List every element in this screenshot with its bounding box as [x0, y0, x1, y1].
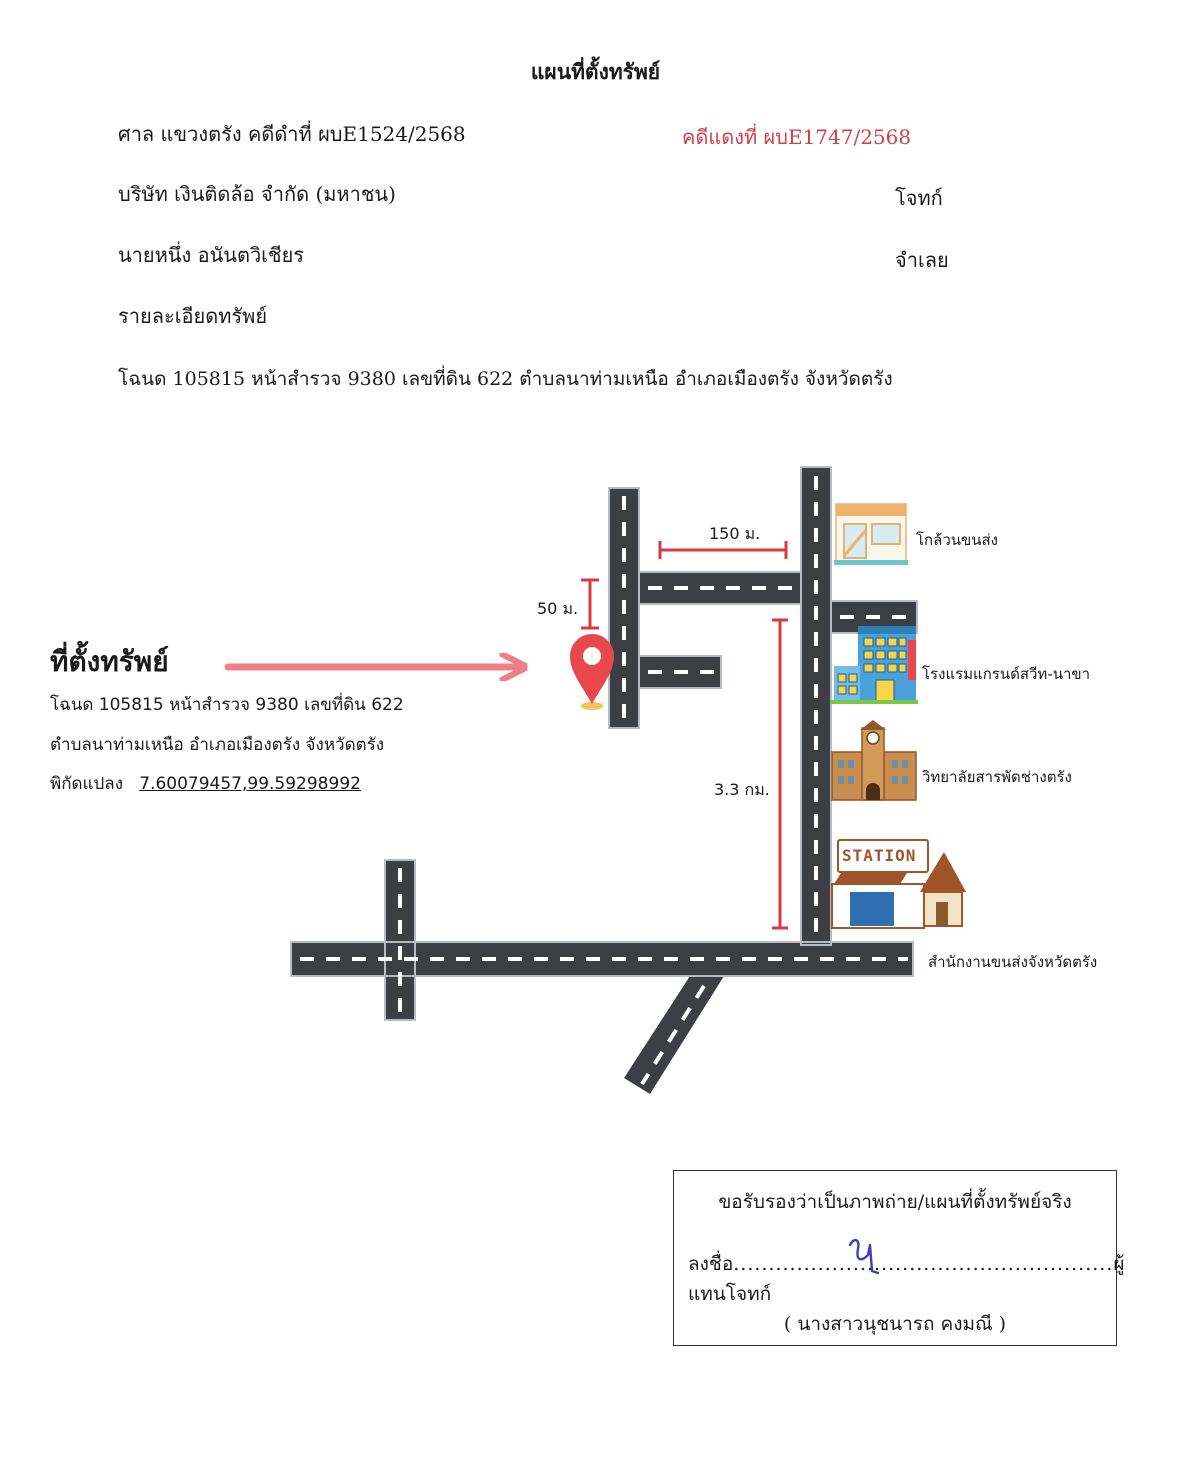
plaintiff-role: โจทก์ [895, 186, 943, 210]
location-address-line: ตำบลนาท่ามเหนือ อำเภอเมืองตรัง จังหวัดตร… [50, 735, 385, 755]
landmark-shop-label: โกล้วนขนส่ง [916, 531, 998, 549]
landmark-college-label: วิทยาลัยสารพัดช่างตรัง [922, 768, 1072, 786]
road-main-vertical [801, 467, 831, 945]
red-case-number: คดีแดงที่ ผบE1747/2568 [682, 125, 912, 149]
road-left-vertical [385, 860, 415, 1020]
signature-suffix: ผู้แทนโจทก์ [688, 1253, 1125, 1305]
signature-line: ลงชื่อ..................................… [688, 1253, 1125, 1305]
defendant-role: จำเลย [895, 248, 949, 272]
coordinates-value: 7.60079457,99.59298992 [139, 774, 361, 794]
landmark-hotel-label: โรงแรมแกรนด์สวีท-นาขา [922, 665, 1091, 683]
dimension-lines [581, 541, 788, 930]
distance-label-150m: 150 ม. [709, 524, 761, 543]
handwritten-signature [848, 1238, 880, 1275]
certification-statement: ขอรับรองว่าเป็นภาพถ่าย/แผนที่ตั้งทรัพย์จ… [718, 1191, 1072, 1213]
road-150m-link [639, 572, 801, 604]
location-pin-icon [570, 634, 614, 710]
signature-prefix: ลงชื่อ [688, 1253, 734, 1275]
coordinates-label: พิกัดแปลง [50, 774, 124, 794]
location-title: ที่ตั้งทรัพย์ [50, 645, 169, 678]
college-icon [831, 720, 917, 801]
landmark-transport-office-label: สำนักงานขนส่งจังหวัดตรัง [928, 953, 1098, 971]
signer-name: ( นางสาวนุชนารถ คงมณี ) [783, 1313, 1007, 1335]
station-icon [831, 839, 966, 929]
page-title: แผนที่ตั้งทรัพย์ [530, 59, 661, 84]
location-deed-line: โฉนด 105815 หน้าสำรวจ 9380 เลขที่ดิน 622 [50, 695, 404, 715]
certification-box: ขอรับรองว่าเป็นภาพถ่าย/แผนที่ตั้งทรัพย์จ… [673, 1170, 1125, 1346]
station-sign: STATION [842, 846, 917, 865]
court-case-line: ศาล แขวงตรัง คดีดำที่ ผบE1524/2568 [118, 122, 466, 146]
plaintiff-name: บริษัท เงินติดล้อ จำกัด (มหาชน) [118, 182, 396, 206]
asset-heading: รายละเอียดทรัพย์ [118, 304, 268, 328]
shop-icon [834, 503, 908, 565]
hotel-icon [830, 626, 918, 704]
defendant-name: นายหนึ่ง อนันตวิเชียร [118, 243, 305, 267]
asset-detail: โฉนด 105815 หน้าสำรวจ 9380 เลขที่ดิน 622… [118, 368, 893, 390]
distance-label-50m: 50 ม. [537, 599, 579, 618]
location-coordinates: พิกัดแปลง 7.60079457,99.59298992 [50, 770, 361, 797]
distance-label-3-3km: 3.3 กม. [714, 780, 770, 799]
